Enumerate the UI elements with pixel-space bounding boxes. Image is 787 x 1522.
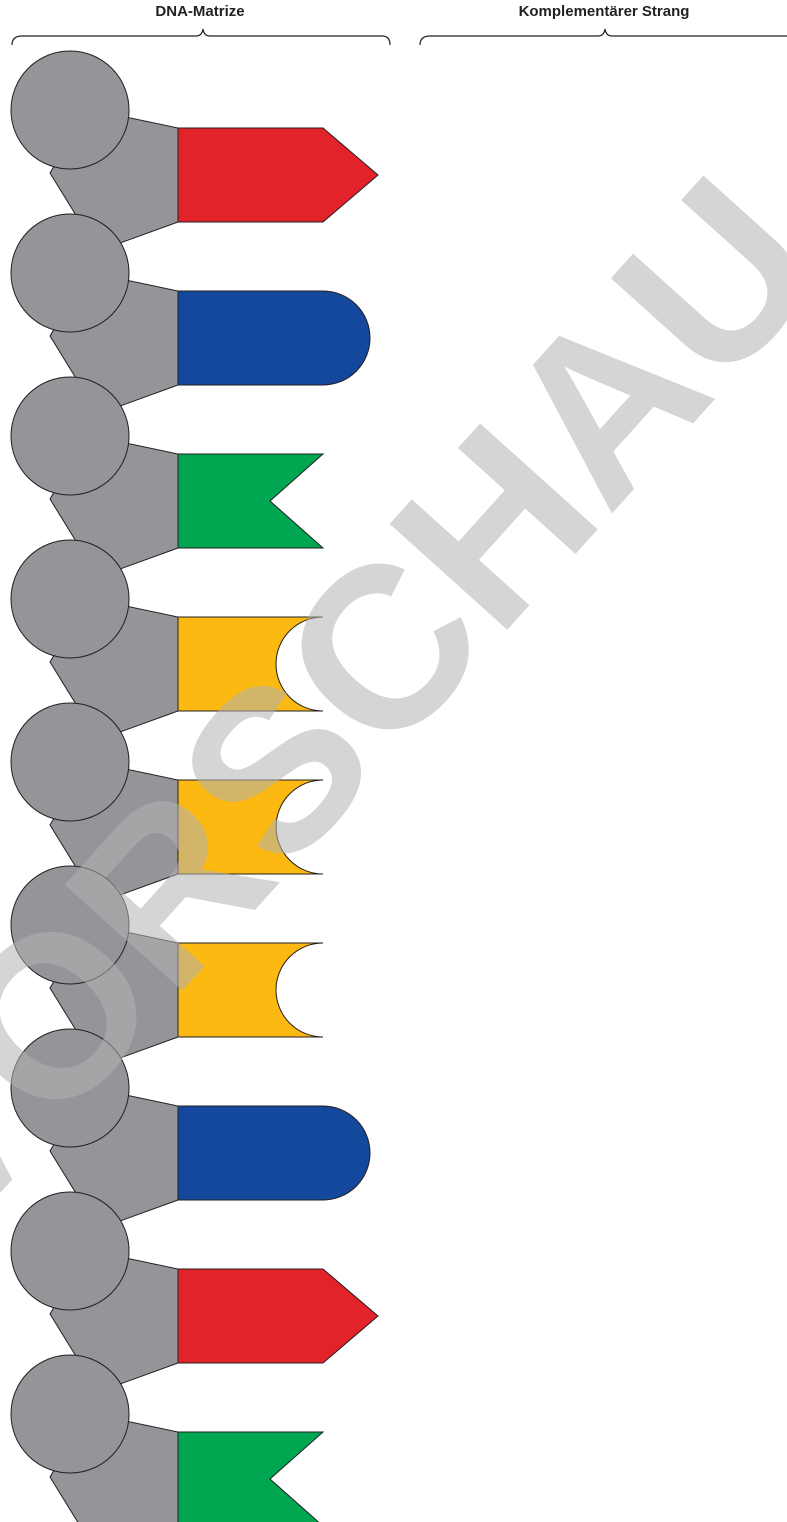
phosphate-circle — [11, 703, 129, 821]
complementary-strand-brace — [420, 29, 787, 45]
phosphate-circle — [11, 1192, 129, 1310]
base-concave-yellow — [178, 943, 323, 1037]
base-arrow-red — [178, 1269, 378, 1363]
phosphate-circle — [11, 51, 129, 169]
phosphate-circle — [11, 214, 129, 332]
phosphate-circle — [11, 1029, 129, 1147]
base-notch-green — [178, 1432, 323, 1522]
base-round-blue — [178, 1106, 370, 1200]
base-notch-green — [178, 454, 323, 548]
template-strand-brace — [12, 29, 390, 45]
base-concave-yellow — [178, 617, 323, 711]
template-strand — [11, 51, 378, 1522]
nucleotide-9 — [11, 1355, 323, 1522]
phosphate-circle — [11, 1355, 129, 1473]
phosphate-circle — [11, 866, 129, 984]
base-concave-yellow — [178, 780, 323, 874]
phosphate-circle — [11, 540, 129, 658]
base-arrow-red — [178, 128, 378, 222]
base-round-blue — [178, 291, 370, 385]
phosphate-circle — [11, 377, 129, 495]
